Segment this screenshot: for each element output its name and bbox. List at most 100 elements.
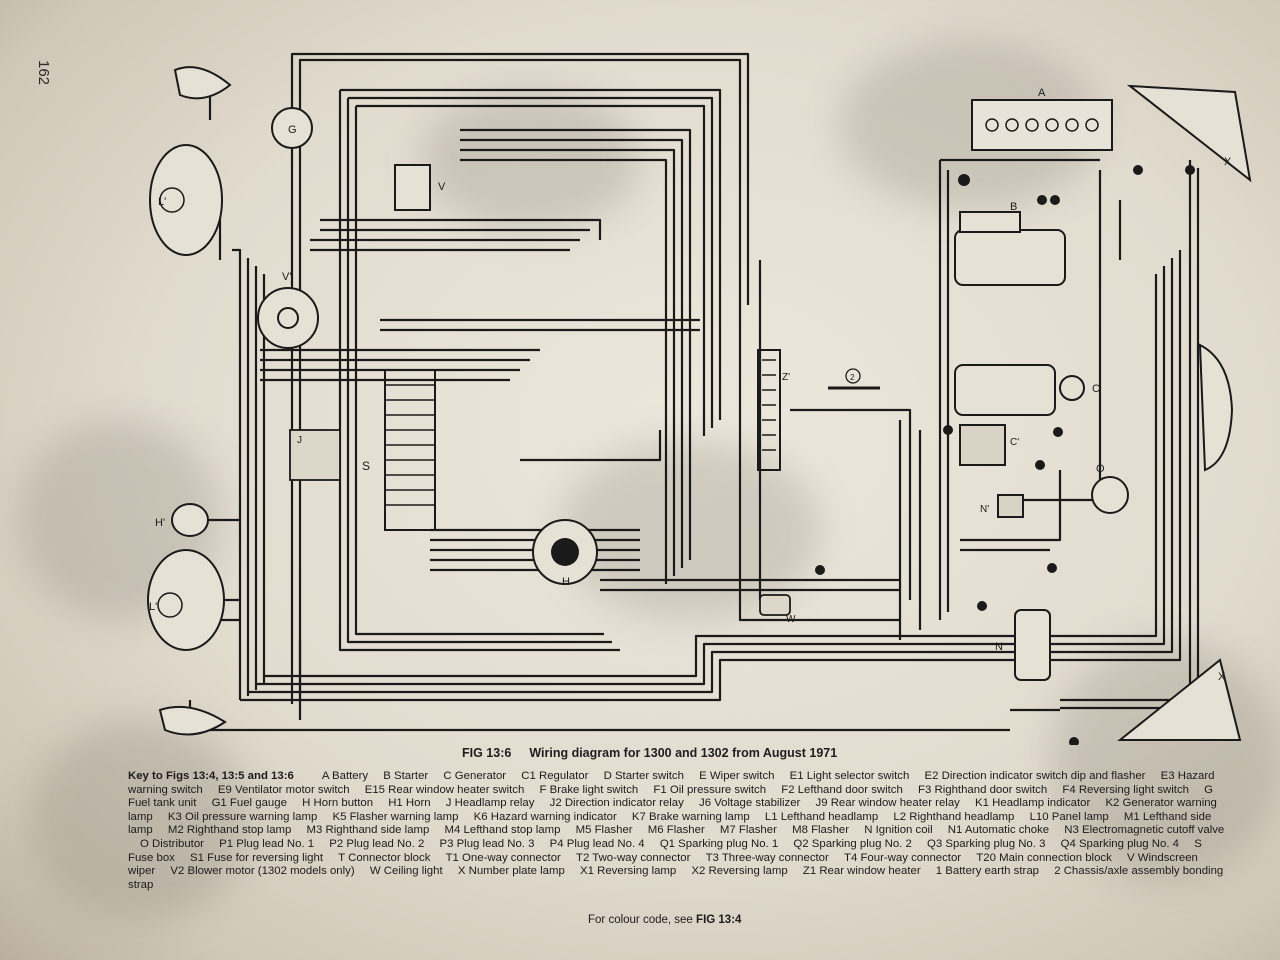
key-label: Generator xyxy=(451,770,507,782)
fuel-tank-unit: G xyxy=(271,107,313,149)
regulator-label: C' xyxy=(1010,437,1019,448)
key-label: Sparking plug No. 4 xyxy=(1075,837,1180,850)
key-items: A Battery B Starter C Generator C1 Regul… xyxy=(128,770,1224,891)
key-entry: X1 Reversing lamp xyxy=(568,865,676,877)
starter-label: B xyxy=(1010,201,1017,213)
rear-light-cluster-top: X xyxy=(1126,84,1252,183)
key-code: N xyxy=(864,824,873,837)
key-code: O xyxy=(140,837,149,850)
key-label: Battery xyxy=(328,770,369,782)
key-entry: T3 Three-way connector xyxy=(694,852,829,864)
key-code: Q3 xyxy=(927,837,943,850)
key-entry: Q3 Sparking plug No. 3 xyxy=(915,838,1045,850)
left-headlamp-bottom: L' xyxy=(147,549,225,651)
key-label: Two-way connector xyxy=(589,851,691,864)
key-code: Q4 xyxy=(1060,837,1076,850)
key-label: Panel lamp xyxy=(1048,810,1109,823)
wiring-diagram: S A B C C' xyxy=(147,52,1252,745)
key-entry: T Connector block xyxy=(326,852,430,864)
key-entry: A Battery xyxy=(310,770,368,782)
key-label: Horn xyxy=(402,797,431,810)
headlamp-relay-label: J xyxy=(297,435,302,446)
key-code: P2 xyxy=(329,837,344,850)
harness-wire xyxy=(1060,168,1200,710)
key-code: N1 xyxy=(947,824,963,837)
key-entry: T20 Main connection block xyxy=(964,852,1112,864)
harness-wire xyxy=(1060,160,1192,702)
key-label: Battery earth strap xyxy=(942,865,1040,878)
starter: B xyxy=(954,201,1066,286)
key-entry: Z1 Rear window heater xyxy=(791,865,921,877)
key-label: Lefthand side lamp xyxy=(128,810,1212,837)
key-entry: C Generator xyxy=(431,770,506,782)
harness-wire xyxy=(340,88,722,420)
key-code: P3 xyxy=(439,837,454,850)
key-entry: J Headlamp relay xyxy=(434,797,535,809)
key-entry: E15 Rear window heater switch xyxy=(353,784,525,796)
key-entry: K3 Oil pressure warning lamp xyxy=(156,811,317,823)
key-code: B xyxy=(383,770,391,782)
key-code: M1 xyxy=(1123,810,1140,823)
key-code: T1 xyxy=(445,851,459,864)
key-label: Ignition coil xyxy=(872,824,933,837)
connector-dots xyxy=(815,165,1195,745)
key-entry: P3 Plug lead No. 3 xyxy=(427,838,534,850)
harness-wire xyxy=(460,138,684,568)
key-entry: L2 Righthand headlamp xyxy=(881,811,1014,823)
key-entry: N1 Automatic choke xyxy=(936,824,1049,836)
key-entry: D Starter switch xyxy=(592,770,684,782)
key-code: J2 xyxy=(549,797,562,810)
key-label: Fuse for reversing light xyxy=(203,851,323,864)
rear-window-heater-label: Z' xyxy=(782,372,790,383)
key-label: Plug lead No. 3 xyxy=(453,837,535,850)
key-entry: L1 Lefthand headlamp xyxy=(753,811,878,823)
harness-wire xyxy=(346,98,612,644)
key-entry: M8 Flasher xyxy=(780,824,849,836)
key-label: Four-way connector xyxy=(857,851,962,864)
headlamp-relay: J xyxy=(289,429,341,481)
key-label: Connector block xyxy=(344,851,431,864)
harness-wire xyxy=(460,148,676,576)
harness-wire xyxy=(188,700,1010,732)
key-code: H xyxy=(302,797,311,810)
harness-wire xyxy=(348,96,714,428)
key-code: M3 xyxy=(306,824,323,837)
key-code: M8 xyxy=(792,824,808,837)
key-label: Oil pressure switch xyxy=(666,783,767,796)
key-code: N3 xyxy=(1064,824,1079,837)
key-entry: T2 Two-way connector xyxy=(564,852,690,864)
key-entry: F4 Reversing light switch xyxy=(1050,784,1189,796)
key-code: K1 xyxy=(975,797,989,810)
key-entry: K5 Flasher warning lamp xyxy=(320,811,458,823)
key-label: Regulator xyxy=(535,770,589,782)
key-entry: E1 Light selector switch xyxy=(778,770,910,782)
horn-label: H' xyxy=(155,517,165,529)
key-entry: C1 Regulator xyxy=(509,770,588,782)
harness-wire xyxy=(354,106,604,636)
key-entry: K6 Hazard warning indicator xyxy=(462,811,617,823)
key-code: P1 xyxy=(219,837,234,850)
key-entry: K2 Generator warning lamp xyxy=(128,797,1217,823)
key-code: F3 xyxy=(918,783,932,796)
key-label: Fuel tank unit xyxy=(128,797,197,810)
key-entry: P1 Plug lead No. 1 xyxy=(207,838,314,850)
horn-button-label: H xyxy=(562,576,570,588)
key-code: T20 xyxy=(976,851,996,864)
key-entry: S1 Fuse for reversing light xyxy=(178,852,323,864)
key-code: T4 xyxy=(843,851,858,864)
key-label: Hazard warning switch xyxy=(128,770,1215,796)
key-entry: N Ignition coil xyxy=(852,824,932,836)
key-label: Righthand side lamp xyxy=(322,824,430,837)
key-code: X2 xyxy=(691,865,706,878)
key-entry: E Wiper switch xyxy=(687,770,774,782)
harness-wire xyxy=(790,408,912,600)
harness-wire xyxy=(256,266,1166,686)
harness-wire xyxy=(232,248,242,700)
key-code: C xyxy=(443,770,452,782)
key-code: S1 xyxy=(190,851,204,864)
key-entry: V Windscreen wiper xyxy=(128,852,1198,878)
key-entry: B Starter xyxy=(371,770,428,782)
key-label: Flasher xyxy=(807,824,850,837)
key-label: Hazard warning indicator xyxy=(487,810,617,823)
